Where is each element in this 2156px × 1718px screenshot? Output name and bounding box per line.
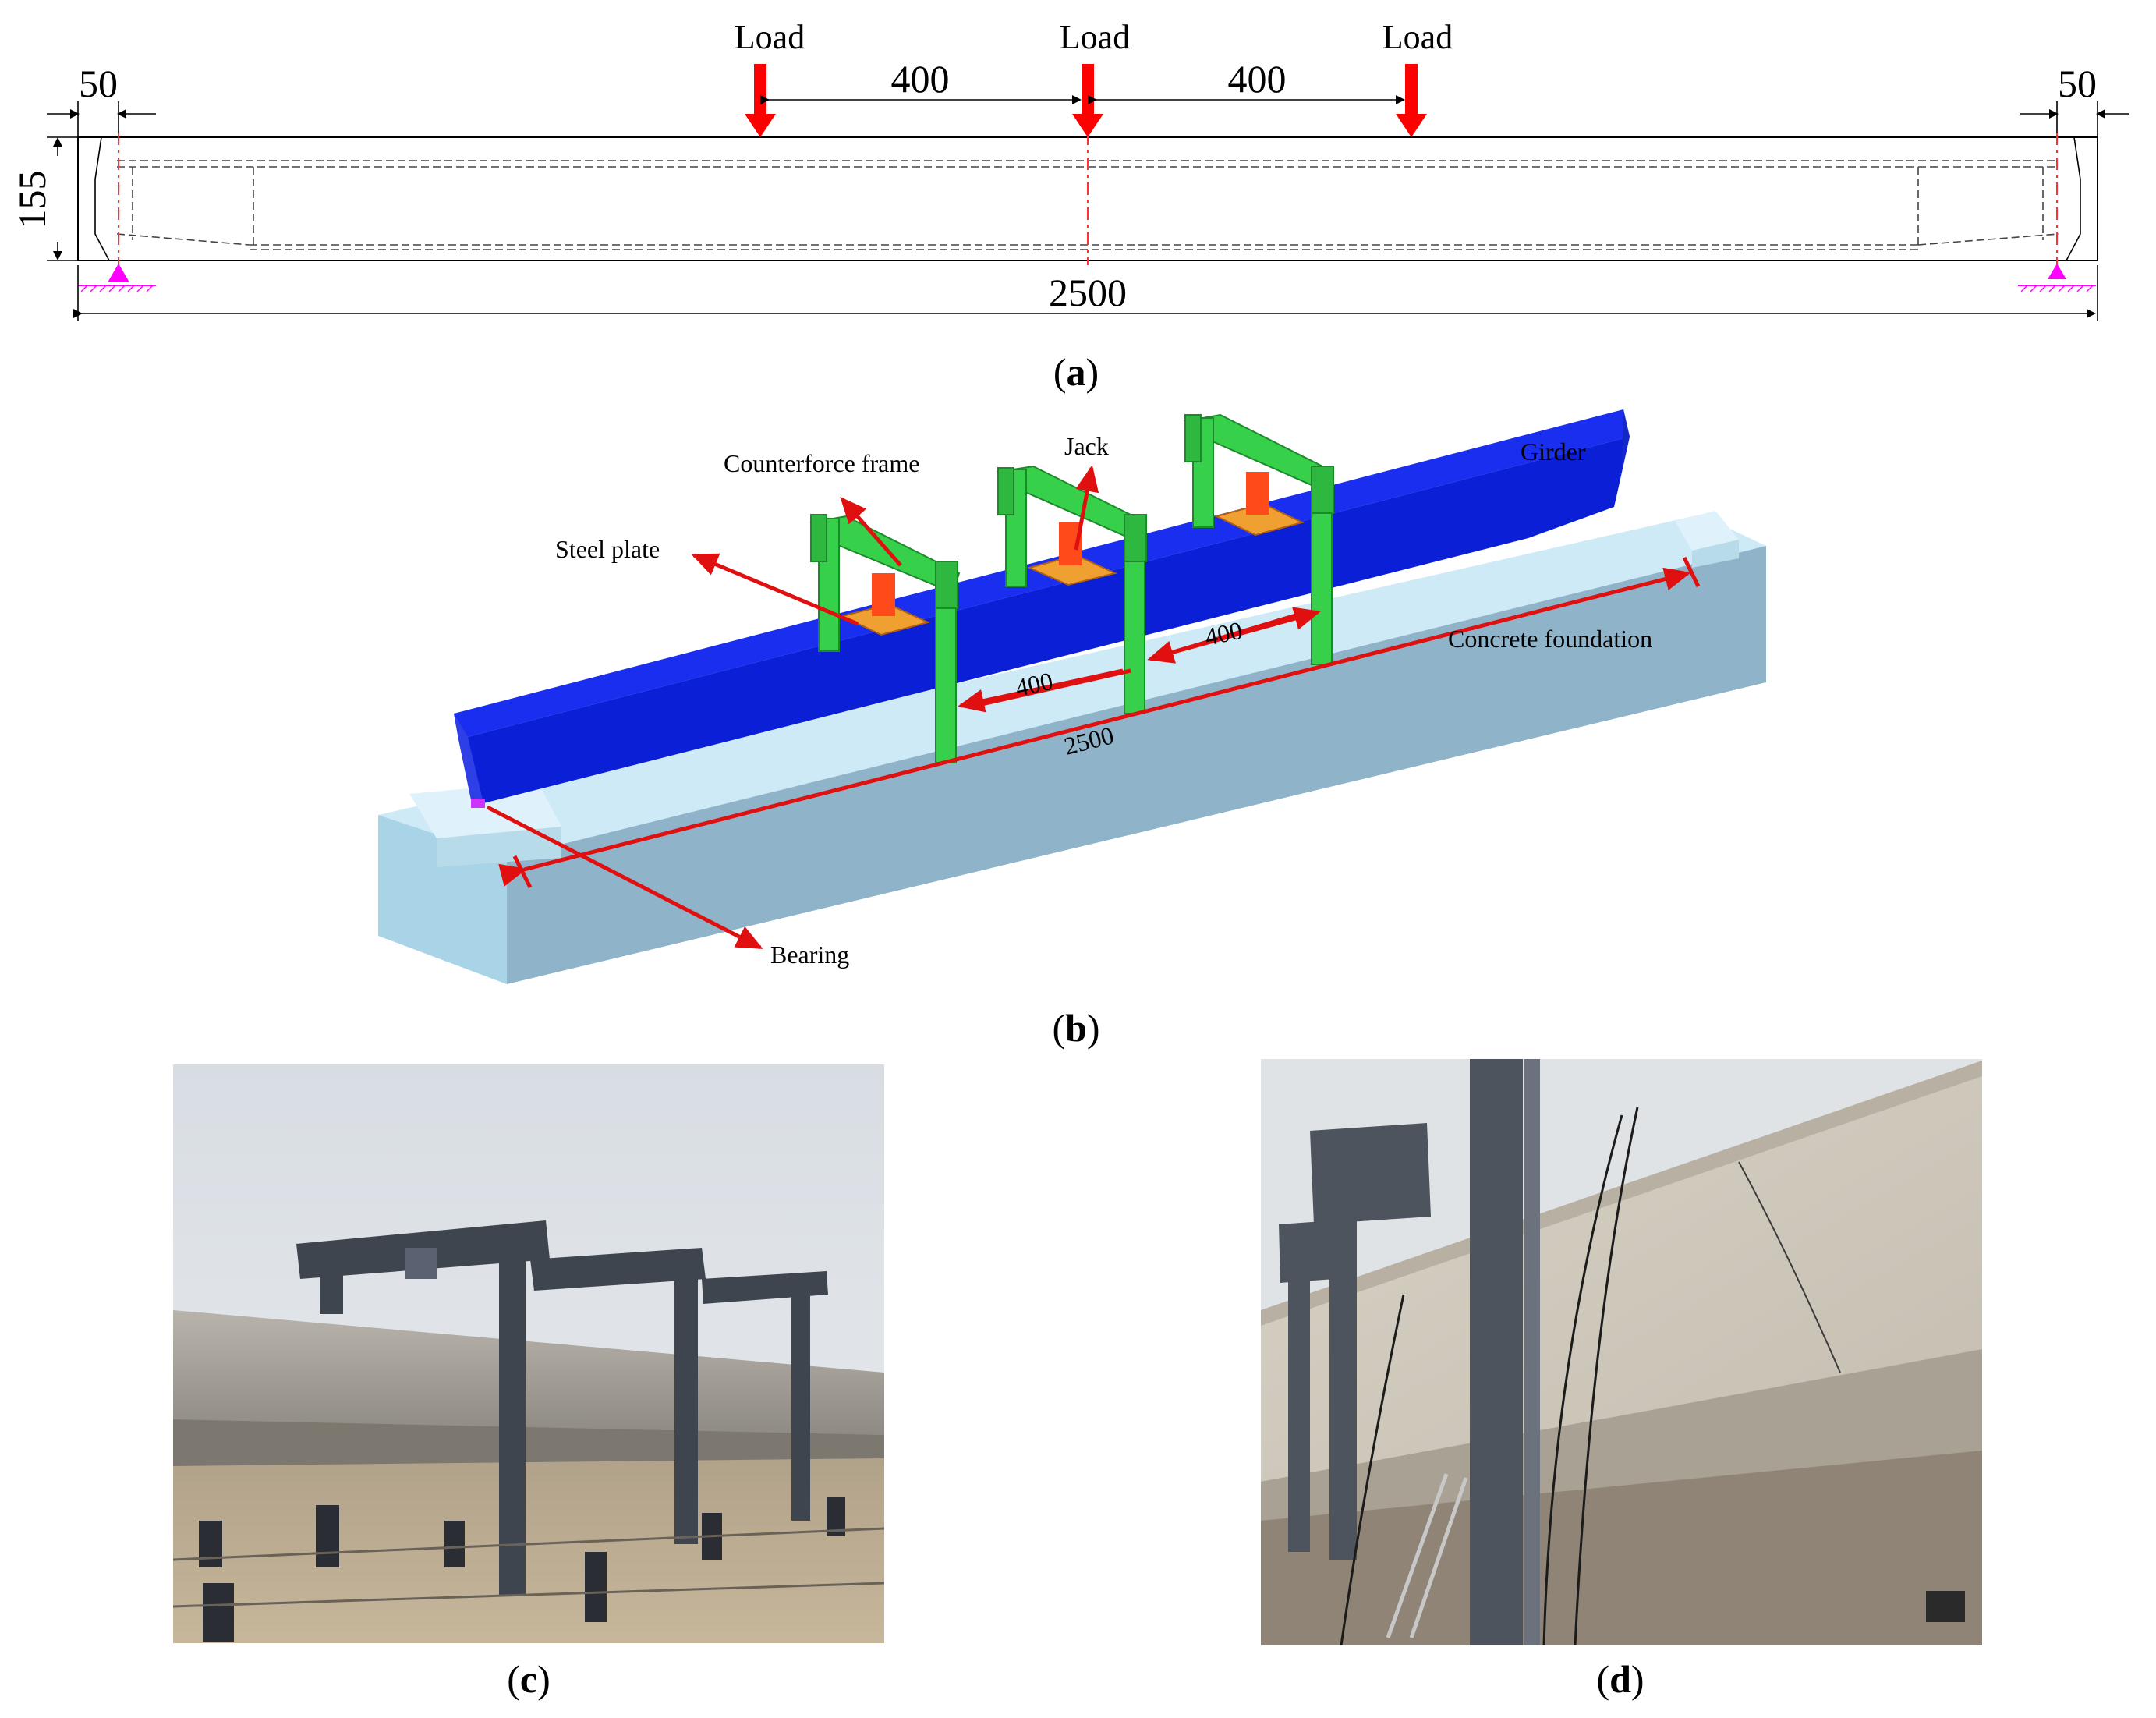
label-counterforce-frame: Counterforce frame <box>724 449 919 477</box>
label-jack: Jack <box>1064 432 1109 460</box>
load-arrow-2 <box>1072 64 1103 137</box>
load-arrow-3 <box>1396 64 1427 137</box>
span-dim <box>73 265 2098 321</box>
centerlines <box>118 133 2058 265</box>
panel-c-photo: (c) <box>173 1064 884 1701</box>
label-concrete-foundation: Concrete foundation <box>1448 625 1652 653</box>
load-label-2: Load <box>1060 18 1130 56</box>
dim-height: 155 <box>10 171 54 229</box>
dim-span: 2500 <box>1049 271 1127 314</box>
caption-b: (b) <box>1052 1006 1099 1050</box>
load-arrows <box>745 64 1427 137</box>
panel-b-3d-model: Counterforce frame Jack Girder Steel pla… <box>378 409 1766 1050</box>
dim-load-spacing-1: 400 <box>891 57 950 101</box>
label-bearing: Bearing <box>770 940 849 969</box>
caption-c: (c) <box>507 1657 551 1701</box>
load-label-3: Load <box>1382 18 1453 56</box>
panel-d-photo: (d) <box>1261 1059 1982 1701</box>
load-label-1: Load <box>735 18 805 56</box>
label-girder: Girder <box>1521 437 1586 466</box>
dim-load-spacing-2: 400 <box>1228 57 1287 101</box>
caption-d: (d) <box>1596 1657 1644 1701</box>
panel-a-elevation-drawing: Load Load Load 400 400 50 50 <box>10 18 2129 394</box>
caption-a: (a) <box>1053 350 1099 394</box>
load-arrow-1 <box>745 64 776 137</box>
label-steel-plate: Steel plate <box>555 535 660 563</box>
end-dims <box>47 101 2129 137</box>
dim-left-end: 50 <box>79 62 118 105</box>
support-left <box>78 264 156 292</box>
callout-arrows <box>486 465 1701 950</box>
dim-right-end: 50 <box>2058 62 2097 105</box>
support-right <box>2018 264 2096 292</box>
height-dim <box>47 136 78 261</box>
end-bevels <box>94 136 2081 261</box>
